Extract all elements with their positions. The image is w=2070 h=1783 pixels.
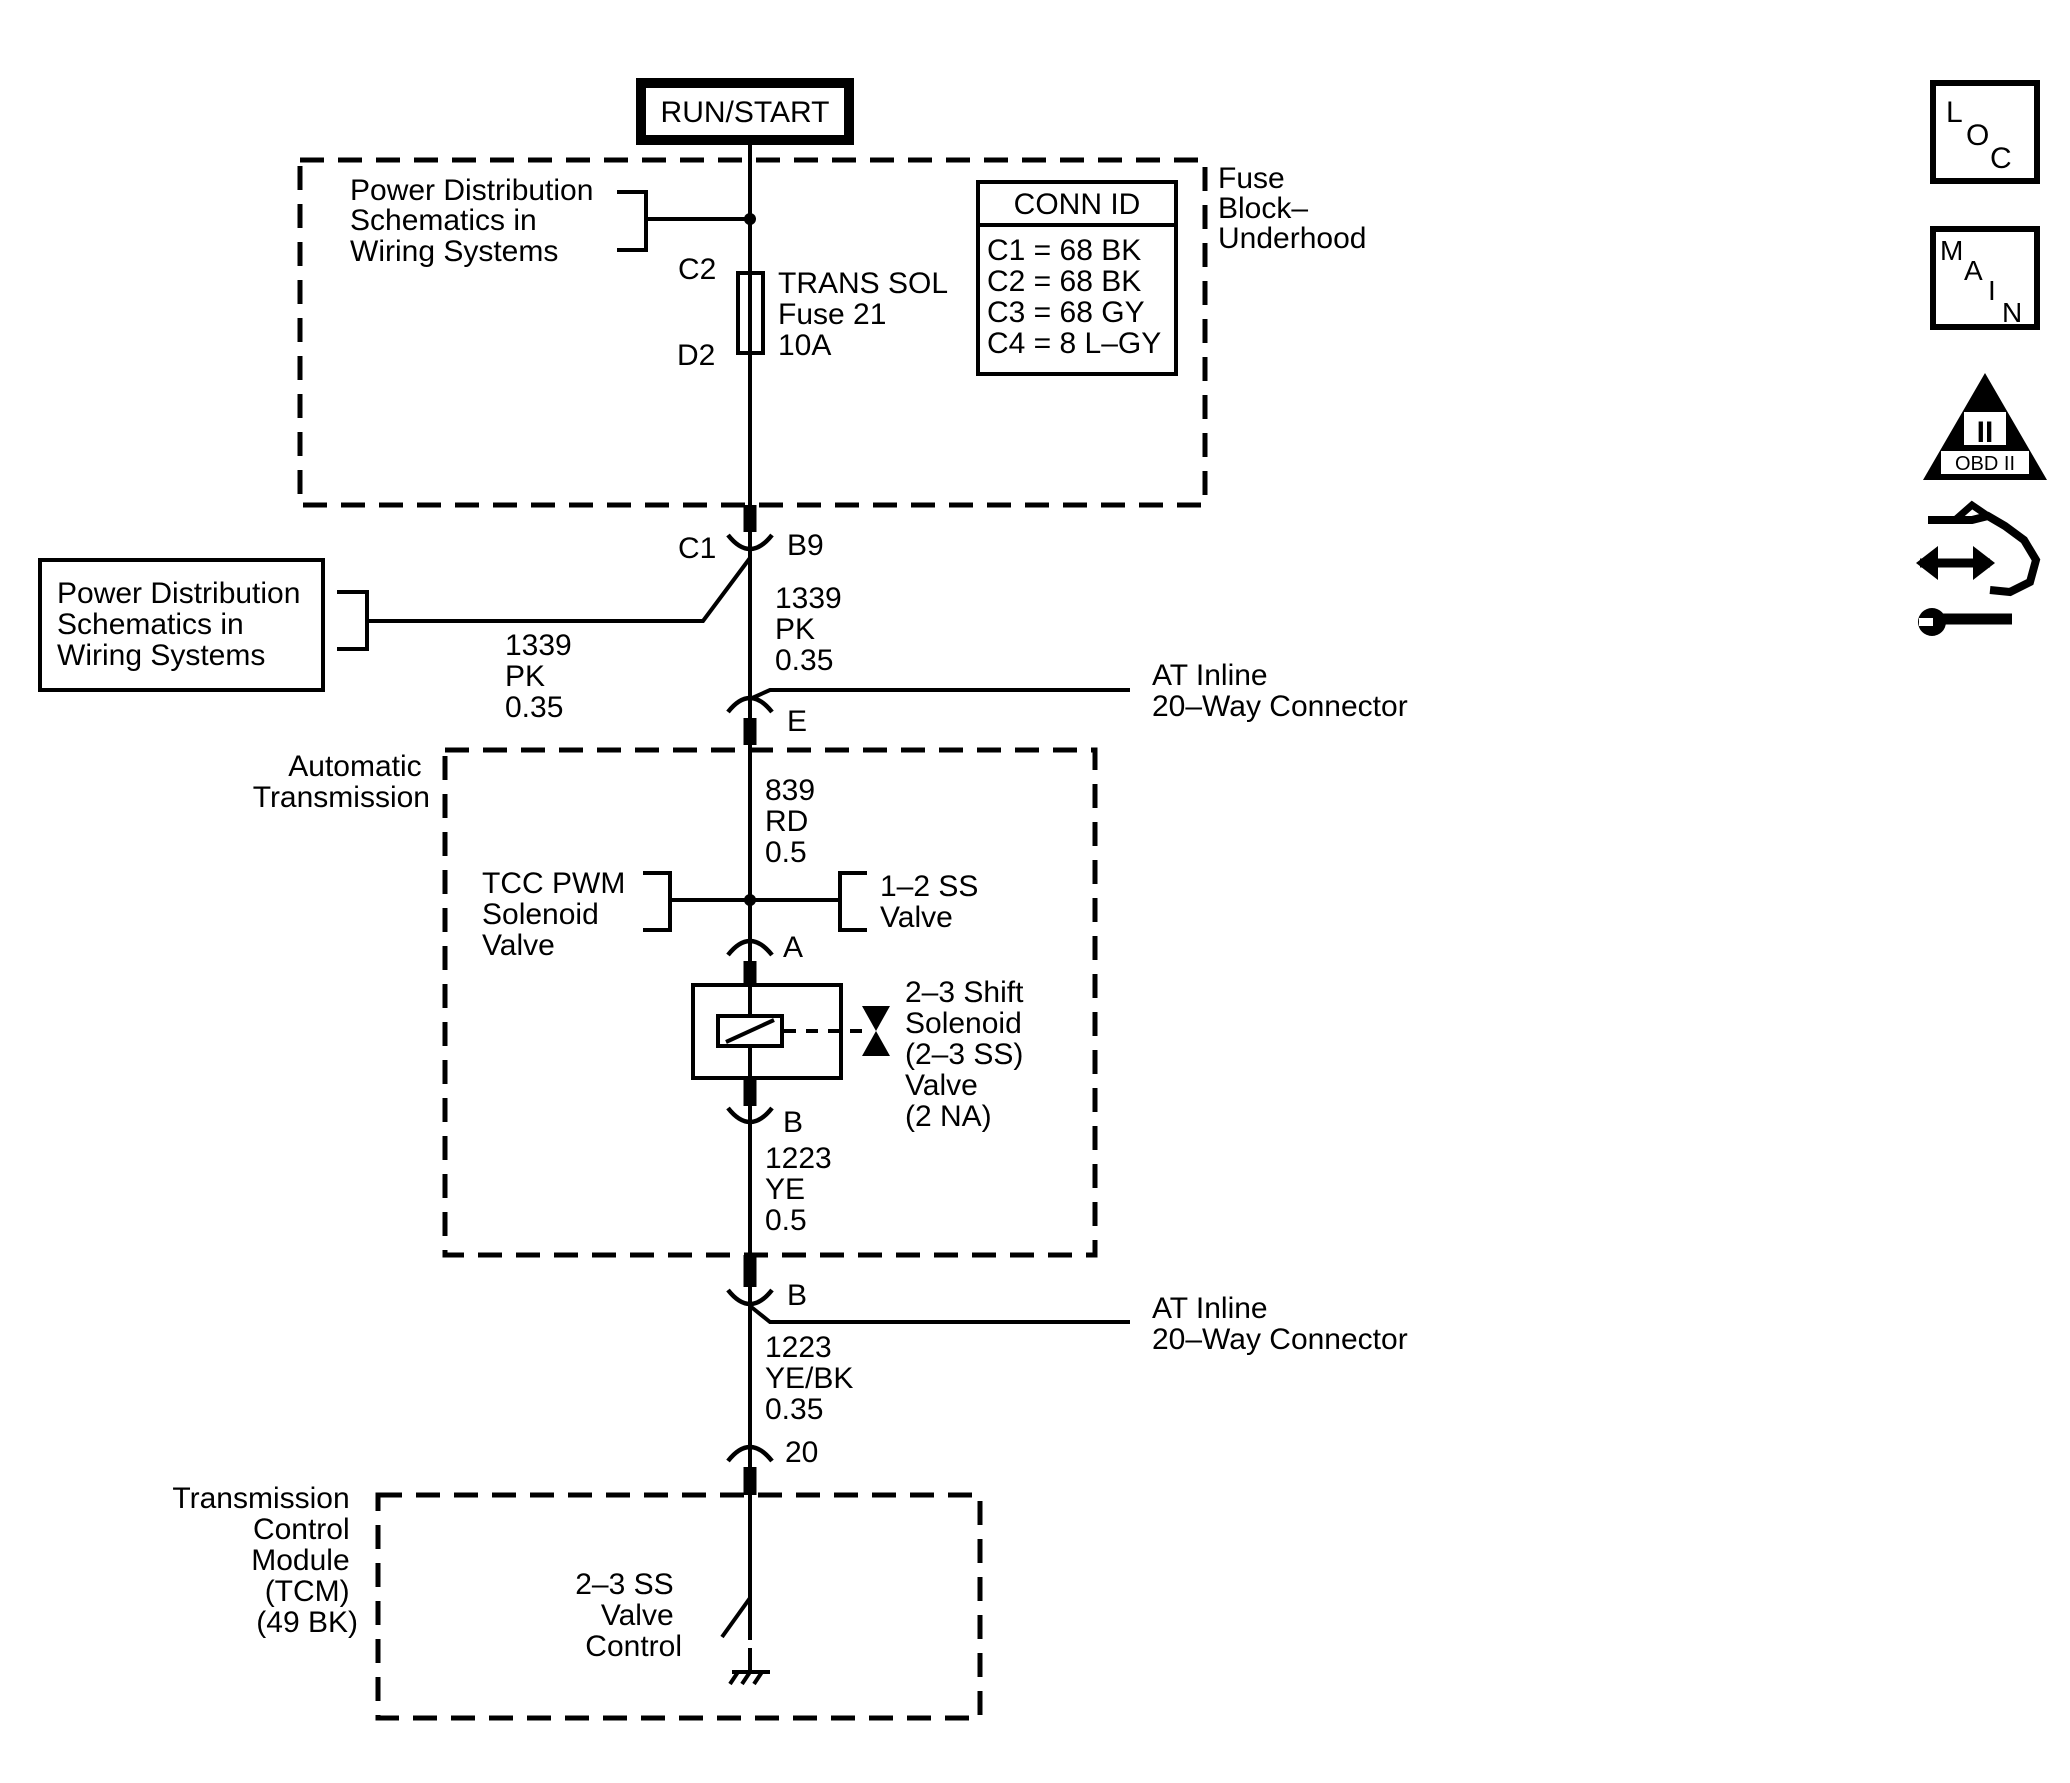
conn-id-title: CONN ID	[1014, 188, 1141, 221]
run-start-box: RUN/START	[636, 78, 854, 145]
pin-a-label: A	[783, 931, 803, 964]
at-inline-connector-bottom: B AT Inline 20–Way Connector	[726, 1255, 1408, 1356]
trans-sol-fuse: C2 D2 TRANS SOL Fuse 21 10A	[677, 253, 955, 372]
loc-icon[interactable]: L O C	[1930, 80, 2040, 184]
inline-connector-top-name: AT Inline 20–Way Connector	[1152, 659, 1408, 723]
pin-20-connector: 20	[726, 1436, 818, 1495]
pin-b-label: B	[783, 1106, 803, 1139]
svg-text:Power Distribution Schem: Power Distribution Schematics in Wiring …	[350, 174, 602, 268]
obd-ii-icon[interactable]: II OBD II	[1923, 373, 2047, 480]
pin-b-inline-label: B	[787, 1279, 807, 1312]
shift-solenoid-label: 2–3 Shift Solenoid (2–3 SS) Valve (2 NA)	[905, 976, 1032, 1133]
main-icon[interactable]: M A I N	[1930, 226, 2040, 330]
svg-text:N: N	[2002, 297, 2022, 328]
conn-id-list: C1 = 68 BK C2 = 68 BK C3 = 68 GY C4 = 8 …	[987, 234, 1161, 360]
at-inline-connector-top: E AT Inline 20–Way Connector	[726, 659, 1408, 745]
svg-text:O: O	[1966, 119, 1989, 152]
connector-repair-icon[interactable]	[1916, 500, 2041, 636]
b9-label: B9	[787, 529, 824, 562]
fuse-label: TRANS SOL Fuse 21 10A	[778, 267, 955, 362]
c1-b9-connector: C1 B9	[678, 505, 824, 565]
tcm-control-label: 2–3 SS Valve Control	[575, 1568, 682, 1663]
tcm-boundary	[375, 1492, 983, 1721]
wire-1223-ye-label: 1223 YE 0.5	[765, 1142, 840, 1237]
branch-wire-label: 1339 PK 0.35	[505, 629, 580, 724]
svg-text:Power Distribution Schem: Power Distribution Schematics in Wiring …	[57, 577, 309, 672]
main-wire-label: 1339 PK 0.35	[775, 582, 850, 677]
shift-solenoid-23: 2–3 Shift Solenoid (2–3 SS) Valve (2 NA)	[691, 976, 1032, 1133]
svg-text:A: A	[1964, 255, 1983, 286]
tcm-low-side-switch: 2–3 SS Valve Control	[575, 1495, 770, 1686]
fuse-block-boundary	[297, 157, 1208, 508]
svg-text:I: I	[1988, 275, 1996, 306]
ss12-valve-label: 1–2 SS Valve	[880, 870, 987, 934]
pin-b-connector: B	[726, 1078, 803, 1139]
tcc-pwm-label: TCC PWM Solenoid Valve	[482, 867, 634, 962]
pin-20-label: 20	[785, 1436, 818, 1469]
fuse-top-connector: C2	[678, 253, 716, 286]
fuse-block-name: Fuse Block– Underhood	[1218, 162, 1366, 255]
svg-text:II: II	[1977, 416, 1994, 449]
tcm-name: Transmission Control Module (TCM) (49 BK…	[172, 1482, 358, 1639]
pin-a-connector: A	[726, 931, 803, 985]
inline-connector-bottom-name: AT Inline 20–Way Connector	[1152, 1292, 1408, 1356]
svg-text:C: C	[1990, 142, 2012, 175]
valve-symbol	[862, 1006, 890, 1031]
fuse-block-power-ref: Power Distribution Schematics in Wiring …	[350, 174, 756, 268]
wire-1223-yebk-label: 1223 YE/BK 0.35	[765, 1331, 862, 1426]
automatic-transmission-boundary	[442, 747, 1098, 1258]
power-distribution-ref-box: Power Distribution Schematics in Wiring …	[38, 556, 752, 692]
automatic-transmission-name: Automatic Transmission	[253, 750, 430, 814]
svg-text:OBD II: OBD II	[1955, 453, 2015, 475]
run-start-label: RUN/START	[661, 96, 830, 129]
solenoid-branch-junction: TCC PWM Solenoid Valve 1–2 SS Valve	[482, 867, 987, 962]
wire-839-label: 839 RD 0.5	[765, 774, 823, 869]
fuse-bottom-connector: D2	[677, 339, 715, 372]
svg-text:L: L	[1946, 96, 1963, 129]
conn-id-table: CONN ID C1 = 68 BK C2 = 68 BK C3 = 68 GY…	[976, 180, 1178, 376]
splice-dot	[744, 213, 756, 225]
svg-text:M: M	[1940, 235, 1963, 266]
c1-label: C1	[678, 532, 716, 565]
pin-e-label: E	[787, 705, 807, 738]
